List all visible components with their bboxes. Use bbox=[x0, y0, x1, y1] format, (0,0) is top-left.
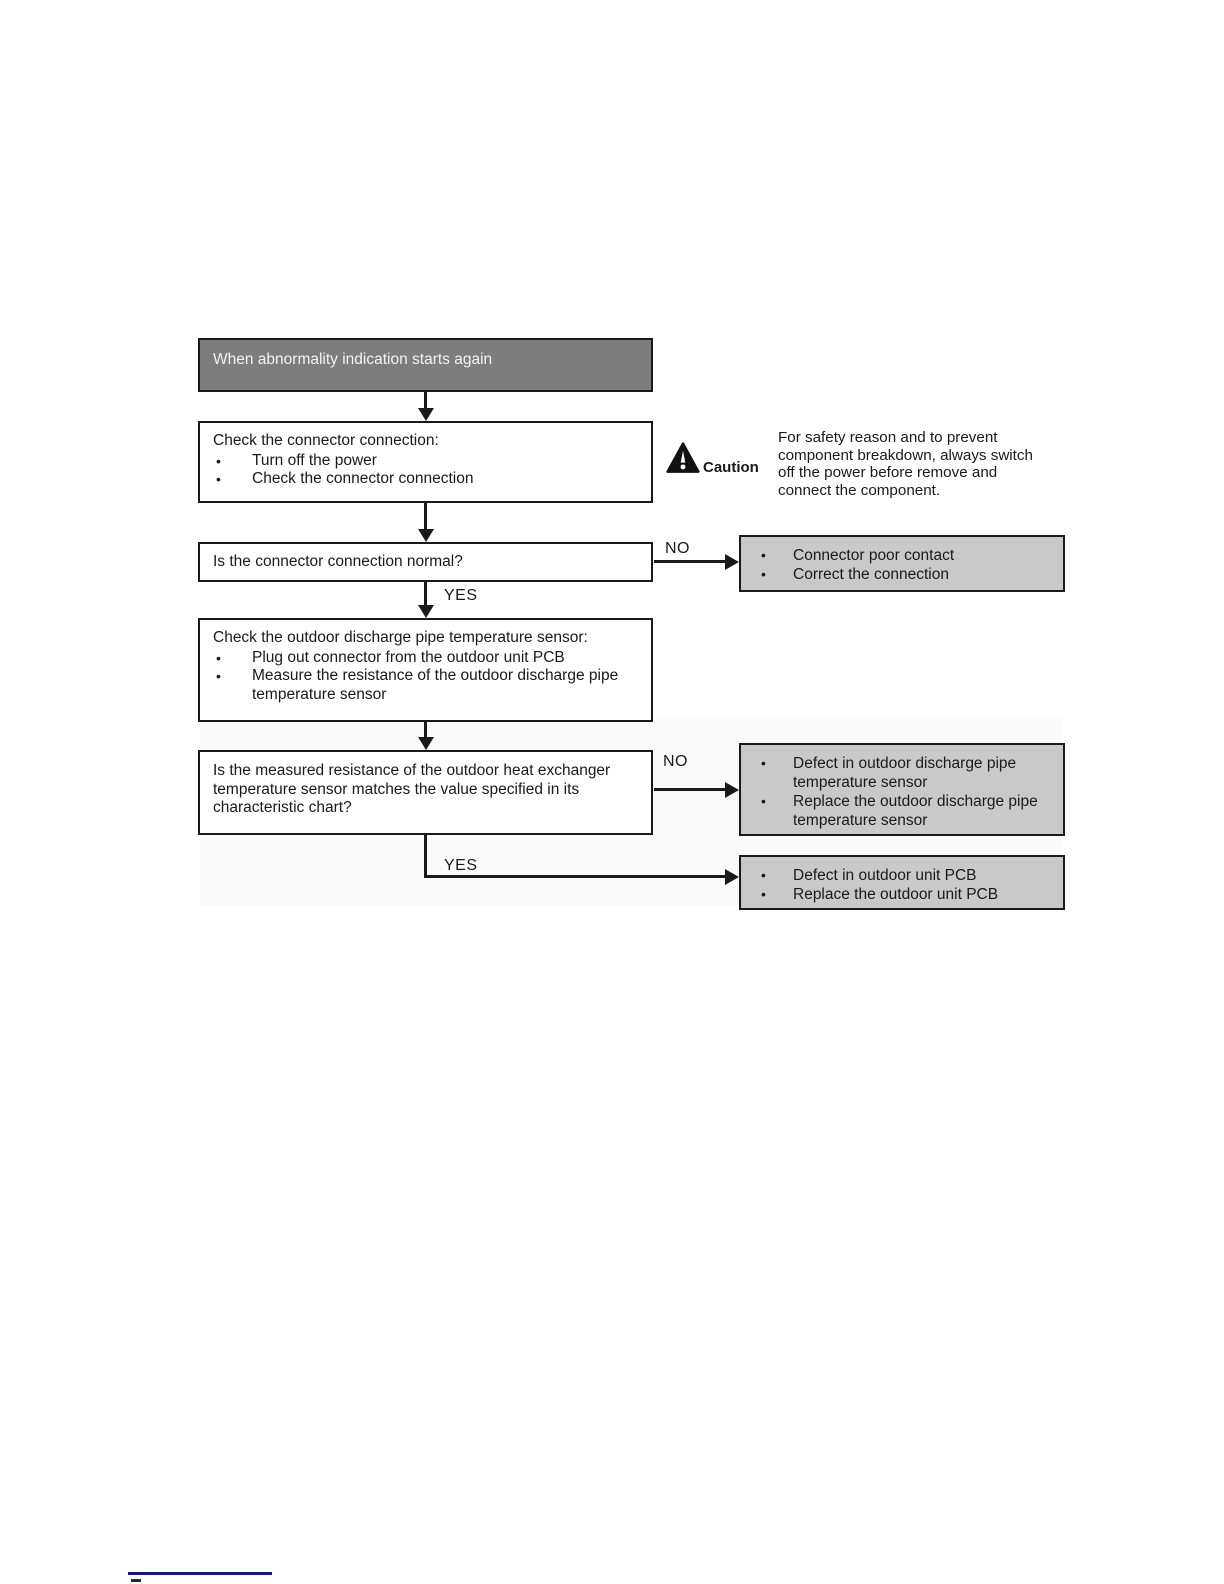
list-item: • Correct the connection bbox=[761, 565, 1053, 584]
bullet-icon: • bbox=[216, 649, 221, 666]
arrow-down-icon bbox=[418, 605, 434, 618]
flow-line bbox=[654, 560, 726, 563]
arrow-down-icon bbox=[418, 737, 434, 750]
list-item: • Turn off the power bbox=[213, 452, 638, 471]
arrow-down-icon bbox=[418, 408, 434, 421]
no-label: NO bbox=[663, 753, 688, 770]
flow-line bbox=[424, 503, 427, 530]
flow-line bbox=[424, 835, 427, 878]
yes-label: YES bbox=[444, 587, 478, 604]
bullet-icon: • bbox=[216, 668, 221, 684]
bullet-icon: • bbox=[216, 452, 221, 469]
result-box-connector: • Connector poor contact • Correct the c… bbox=[739, 535, 1065, 592]
decision-text: Is the connector connection normal? bbox=[213, 552, 463, 570]
bullet-icon: • bbox=[761, 886, 766, 902]
scan-speck bbox=[131, 1579, 141, 1582]
caution-note-line: off the power before remove and bbox=[778, 464, 998, 482]
bullet-text: Turn off the power bbox=[252, 451, 377, 469]
bullet-text: Measure the resistance of the outdoor di… bbox=[252, 667, 619, 703]
start-box-label: When abnormality indication starts again bbox=[213, 351, 493, 368]
process-title: Check the outdoor discharge pipe tempera… bbox=[213, 629, 588, 646]
decision-box-resistance-match: Is the measured resistance of the outdoo… bbox=[198, 750, 653, 835]
flow-line bbox=[424, 722, 427, 738]
decision-text: Is the measured resistance of the outdoo… bbox=[213, 762, 611, 816]
bullet-text: Connector poor contact bbox=[793, 547, 955, 564]
caution-note-line: connect the component. bbox=[778, 481, 941, 499]
list-item: • Measure the resistance of the outdoor … bbox=[213, 667, 638, 704]
flow-line bbox=[424, 875, 726, 878]
start-box: When abnormality indication starts again bbox=[198, 338, 653, 392]
process-title: Check the connector connection: bbox=[213, 432, 439, 449]
caution-note-line: For safety reason and to prevent bbox=[778, 429, 998, 446]
arrow-down-icon bbox=[418, 529, 434, 542]
flow-line bbox=[424, 582, 427, 606]
list-item: • Defect in outdoor unit PCB bbox=[761, 866, 1053, 885]
no-label: NO bbox=[665, 540, 690, 557]
list-item: • Defect in outdoor discharge pipe tempe… bbox=[761, 754, 1053, 792]
result-box-sensor: • Defect in outdoor discharge pipe tempe… bbox=[739, 743, 1065, 836]
arrow-right-icon bbox=[725, 869, 739, 885]
list-item: • Check the connector connection bbox=[213, 470, 638, 489]
caution-triangle-icon bbox=[666, 441, 700, 480]
list-item: • Plug out connector from the outdoor un… bbox=[213, 649, 638, 668]
bullet-icon: • bbox=[761, 547, 766, 563]
bullet-text: Plug out connector from the outdoor unit… bbox=[252, 648, 565, 666]
list-item: • Replace the outdoor unit PCB bbox=[761, 885, 1053, 904]
bullet-icon: • bbox=[216, 471, 221, 487]
bullet-text: Replace the outdoor discharge pipe tempe… bbox=[793, 793, 1038, 829]
process-box-check-sensor: Check the outdoor discharge pipe tempera… bbox=[198, 618, 653, 722]
bullet-text: Replace the outdoor unit PCB bbox=[793, 886, 999, 903]
bullet-icon: • bbox=[761, 793, 766, 809]
list-item: • Replace the outdoor discharge pipe tem… bbox=[761, 792, 1053, 830]
list-item: • Connector poor contact bbox=[761, 546, 1053, 565]
bullet-text: Defect in outdoor unit PCB bbox=[793, 867, 977, 884]
caution-label: Caution bbox=[703, 459, 759, 476]
bullet-icon: • bbox=[761, 566, 766, 582]
flow-line bbox=[424, 392, 427, 409]
bullet-text: Correct the connection bbox=[793, 566, 949, 583]
decision-box-connector-normal: Is the connector connection normal? bbox=[198, 542, 653, 582]
caution-note: For safety reason and to prevent compone… bbox=[778, 429, 1078, 499]
bullet-text: Defect in outdoor discharge pipe tempera… bbox=[793, 755, 1017, 791]
yes-label: YES bbox=[444, 857, 478, 874]
arrow-right-icon bbox=[725, 554, 739, 570]
result-box-pcb: • Defect in outdoor unit PCB • Replace t… bbox=[739, 855, 1065, 910]
bullet-text: Check the connector connection bbox=[252, 470, 474, 487]
footer-rule bbox=[128, 1572, 272, 1575]
arrow-right-icon bbox=[725, 782, 739, 798]
process-box-check-connector: Check the connector connection: • Turn o… bbox=[198, 421, 653, 503]
flow-line bbox=[654, 788, 726, 791]
bullet-icon: • bbox=[761, 867, 766, 883]
caution-note-line: component breakdown, always switch bbox=[778, 446, 1033, 464]
bullet-icon: • bbox=[761, 755, 766, 771]
